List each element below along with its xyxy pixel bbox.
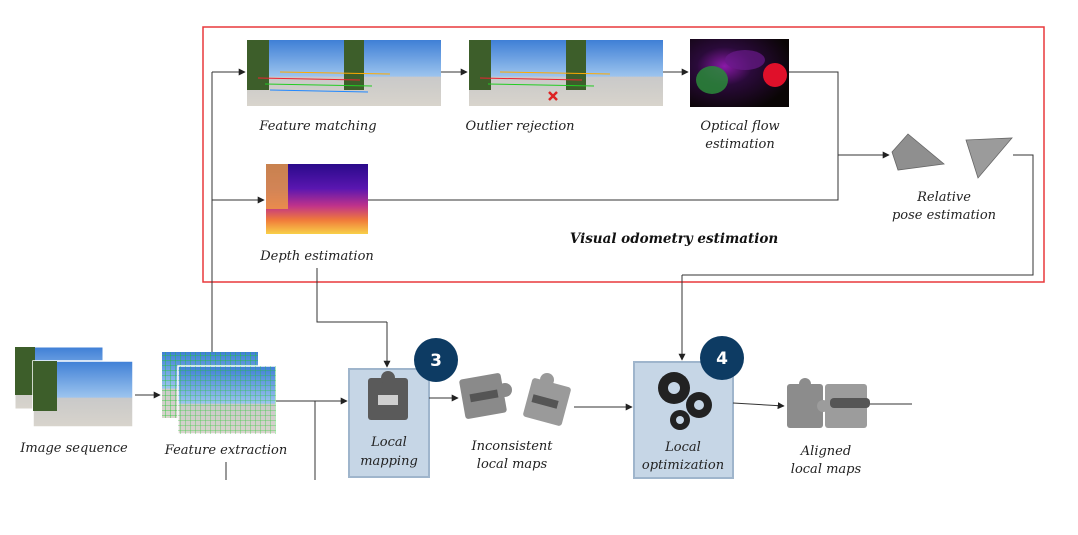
inconsistent-maps-puzzle-icon [459, 373, 571, 426]
depth-estimation-image [266, 164, 368, 234]
aligned-maps-puzzle-icon [787, 378, 870, 428]
local-mapping-label-line1: Local [370, 435, 407, 450]
step-4-badge-number: 4 [716, 349, 728, 369]
relative-pose-cameras-icon [891, 133, 1013, 179]
puzzle-piece-icon [368, 371, 408, 420]
connectors [135, 68, 1034, 480]
feature-matching-image [247, 40, 441, 106]
inconsistent-maps-label-line1: Inconsistent [470, 439, 553, 454]
aligned-maps-label-line2: local maps [791, 462, 862, 477]
relative-pose-label-line2: pose estimation [892, 208, 996, 223]
step-3-badge [414, 338, 458, 382]
local-optimization-label-line2: optimization [642, 458, 724, 473]
feature-matching-label: Feature matching [258, 119, 376, 134]
feature-extraction-label: Feature extraction [164, 443, 287, 458]
optical-flow-label-line1: Optical flow [700, 119, 779, 134]
feature-extraction-image [162, 352, 277, 435]
local-mapping-label-line2: mapping [360, 454, 418, 469]
outlier-rejection-label: Outlier rejection [465, 119, 574, 134]
outlier-rejection-image [469, 40, 663, 106]
optical-flow-label-line2: estimation [705, 137, 774, 152]
gears-icon [658, 372, 712, 430]
aligned-maps-label-line1: Aligned [800, 444, 851, 459]
optical-flow-image [690, 39, 789, 107]
step-3-badge-number: 3 [430, 351, 442, 371]
relative-pose-label-line1: Relative [916, 190, 971, 205]
depth-estimation-label: Depth estimation [259, 249, 374, 264]
inconsistent-maps-label-line2: local maps [477, 457, 548, 472]
step-4-badge [700, 336, 744, 380]
image-sequence-label: Image sequence [19, 441, 128, 456]
visual-odometry-title: Visual odometry estimation [570, 231, 778, 247]
image-sequence-image [14, 346, 134, 428]
local-optimization-label-line1: Local [664, 440, 701, 455]
visual-odometry-frame [202, 26, 1045, 283]
